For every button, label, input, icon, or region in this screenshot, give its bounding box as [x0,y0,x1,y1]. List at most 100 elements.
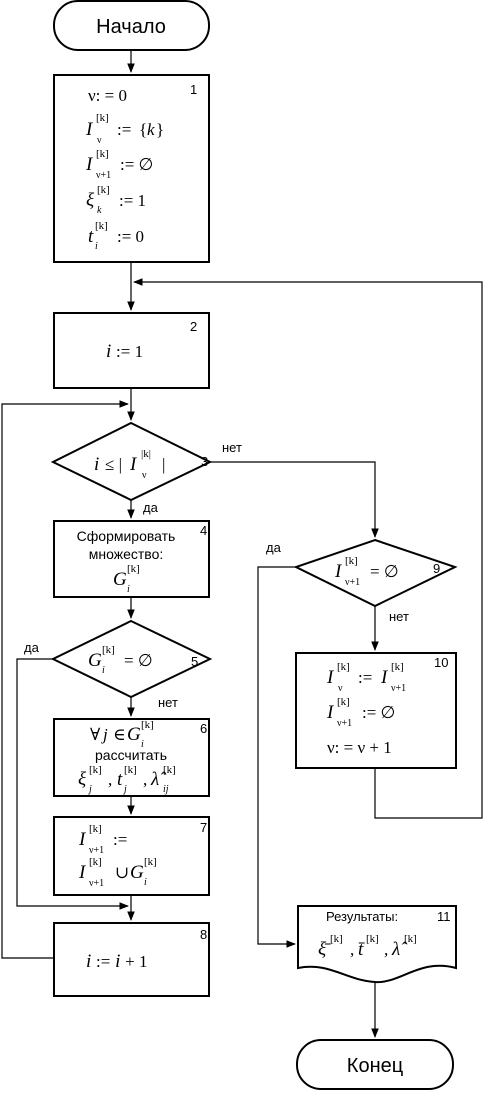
connector-block9-yes [257,566,296,948]
block-1-line-5: t [k] i := 0 [88,220,144,252]
svg-text:i: i [144,877,147,888]
svg-text:}: } [156,120,164,139]
svg-text:≤ |: ≤ | [105,455,122,474]
block-3-yes-label: да [143,500,159,515]
svg-text:k: k [147,120,155,139]
svg-text:t: t [88,226,94,247]
block-7-number: 7 [200,820,207,835]
block-1-line-3: I [k] ν+1 := ∅ [85,148,153,181]
svg-text:ij: ij [163,784,169,795]
svg-text:I: I [326,667,335,688]
svg-text:[k]: [k] [96,148,109,160]
end-label: Конец [347,1055,403,1077]
block-1-line-4: ξ [k] k := 1 [86,184,146,216]
svg-text:G: G [113,569,127,590]
svg-text:ν: ν [338,683,343,694]
svg-text:[k]: [k] [97,184,110,196]
svg-text:ν+1: ν+1 [345,577,360,588]
svg-text:i: i [94,454,99,475]
block-10-update: 10 I [k] ν := I [k] ν+1 I [k] ν+1 := ∅ ν… [295,652,457,769]
block-5-decision: 5 G [k] i = ∅ да нет [24,619,213,710]
block-3-no-label: нет [222,440,242,455]
svg-text:[k]: [k] [127,563,140,575]
svg-text:ξ: ξ [86,190,95,211]
svg-text:I: I [85,154,94,175]
connector-block5-yes [16,658,129,910]
svg-text:= ∅: = ∅ [124,651,153,670]
block-4-number: 4 [200,523,207,538]
svg-text:∈: ∈ [113,725,126,744]
svg-text:I: I [380,667,389,688]
svg-text:[k]: [k] [404,933,417,945]
svg-text:[k]: [k] [102,644,115,656]
svg-text:i: i [141,739,144,750]
block-6-line-3: ξ [k] j , t [k] j , λ̂ [k] ij [78,764,176,795]
svg-text:[k]: [k] [141,719,154,731]
svg-text:ν+1: ν+1 [337,718,352,729]
svg-text:i: i [127,584,130,595]
block-1-line-1: ν: = 0 [88,86,127,105]
svg-text:I: I [78,862,87,883]
block-5-condition: G [k] i = ∅ [88,644,153,676]
block-11-title: Результаты: [326,909,398,924]
svg-text:ν+1: ν+1 [89,878,104,889]
block-7-line-1: I [k] ν+1 := [78,823,127,856]
svg-text:G: G [130,862,144,883]
svg-text:I: I [78,829,87,850]
svg-text:,: , [350,940,354,959]
svg-text:∀: ∀ [90,725,101,744]
svg-text:[k]: [k] [330,933,343,945]
block-9-number: 9 [433,561,440,576]
svg-text:[k]: [k] [163,764,176,776]
svg-text::=: := [113,830,127,849]
svg-text:j: j [101,725,108,744]
block-2-number: 2 [190,319,197,334]
svg-text:G: G [127,724,141,745]
connector-block3-no [210,461,379,538]
block-11-number: 11 [437,909,451,924]
svg-text:{: { [139,120,147,139]
block-5-no-label: нет [158,695,178,710]
svg-text:[k]: [k] [345,555,358,567]
svg-text:[k]: [k] [337,661,350,673]
start-label: Начало [96,16,166,38]
svg-text:[k]: [k] [89,764,102,776]
block-6-number: 6 [200,721,207,736]
block-5-yes-label: да [24,640,40,655]
block-4-line-2: множество: [89,546,164,562]
block-8-number: 8 [200,927,207,942]
svg-text:[k]: [k] [144,856,157,868]
svg-text:∪: ∪ [115,863,129,882]
block-9-no-label: нет [389,609,409,624]
svg-text:I: I [334,561,343,582]
svg-text:,: , [108,770,112,789]
svg-text:[k]: [k] [124,764,137,776]
svg-text:,: , [143,770,147,789]
block-6-compute: 6 ∀ j ∈ G [k] i рассчитать ξ [k] j , t [… [53,718,210,797]
svg-text:i: i [95,241,98,252]
svg-text:= ∅: = ∅ [370,562,399,581]
block-4-line-3: G [k] i [113,563,140,595]
svg-text:[k]: [k] [337,696,350,708]
svg-text:j: j [87,784,92,795]
svg-text:ν: ν [97,135,102,146]
connector-block8-loop-back [1,400,129,959]
svg-text:k: k [97,205,102,216]
svg-text:[k]: [k] [96,112,109,124]
svg-text:t̄: t̄ [358,939,365,960]
svg-text:ν+1: ν+1 [96,170,111,181]
block-6-line-2: рассчитать [95,747,167,763]
svg-text::= 1: := 1 [119,191,146,210]
svg-text:|: | [162,455,165,474]
svg-text:[k]: [k] [391,661,404,673]
svg-text:,: , [384,940,388,959]
svg-text:ν: ν [142,470,147,481]
block-7-line-2: I [k] ν+1 ∪ G [k] i [78,856,157,889]
block-1-number: 1 [190,82,197,97]
block-10-line-2: I [k] ν+1 := ∅ [326,696,395,729]
connector-block10-loop-back [133,278,483,819]
block-4-form-set: 4 Сформировать множество: G [k] i [53,520,210,598]
block-8-text: i := i + 1 [86,951,147,972]
block-10-line-3: ν: = ν + 1 [327,738,392,757]
svg-text:i: i [102,665,105,676]
